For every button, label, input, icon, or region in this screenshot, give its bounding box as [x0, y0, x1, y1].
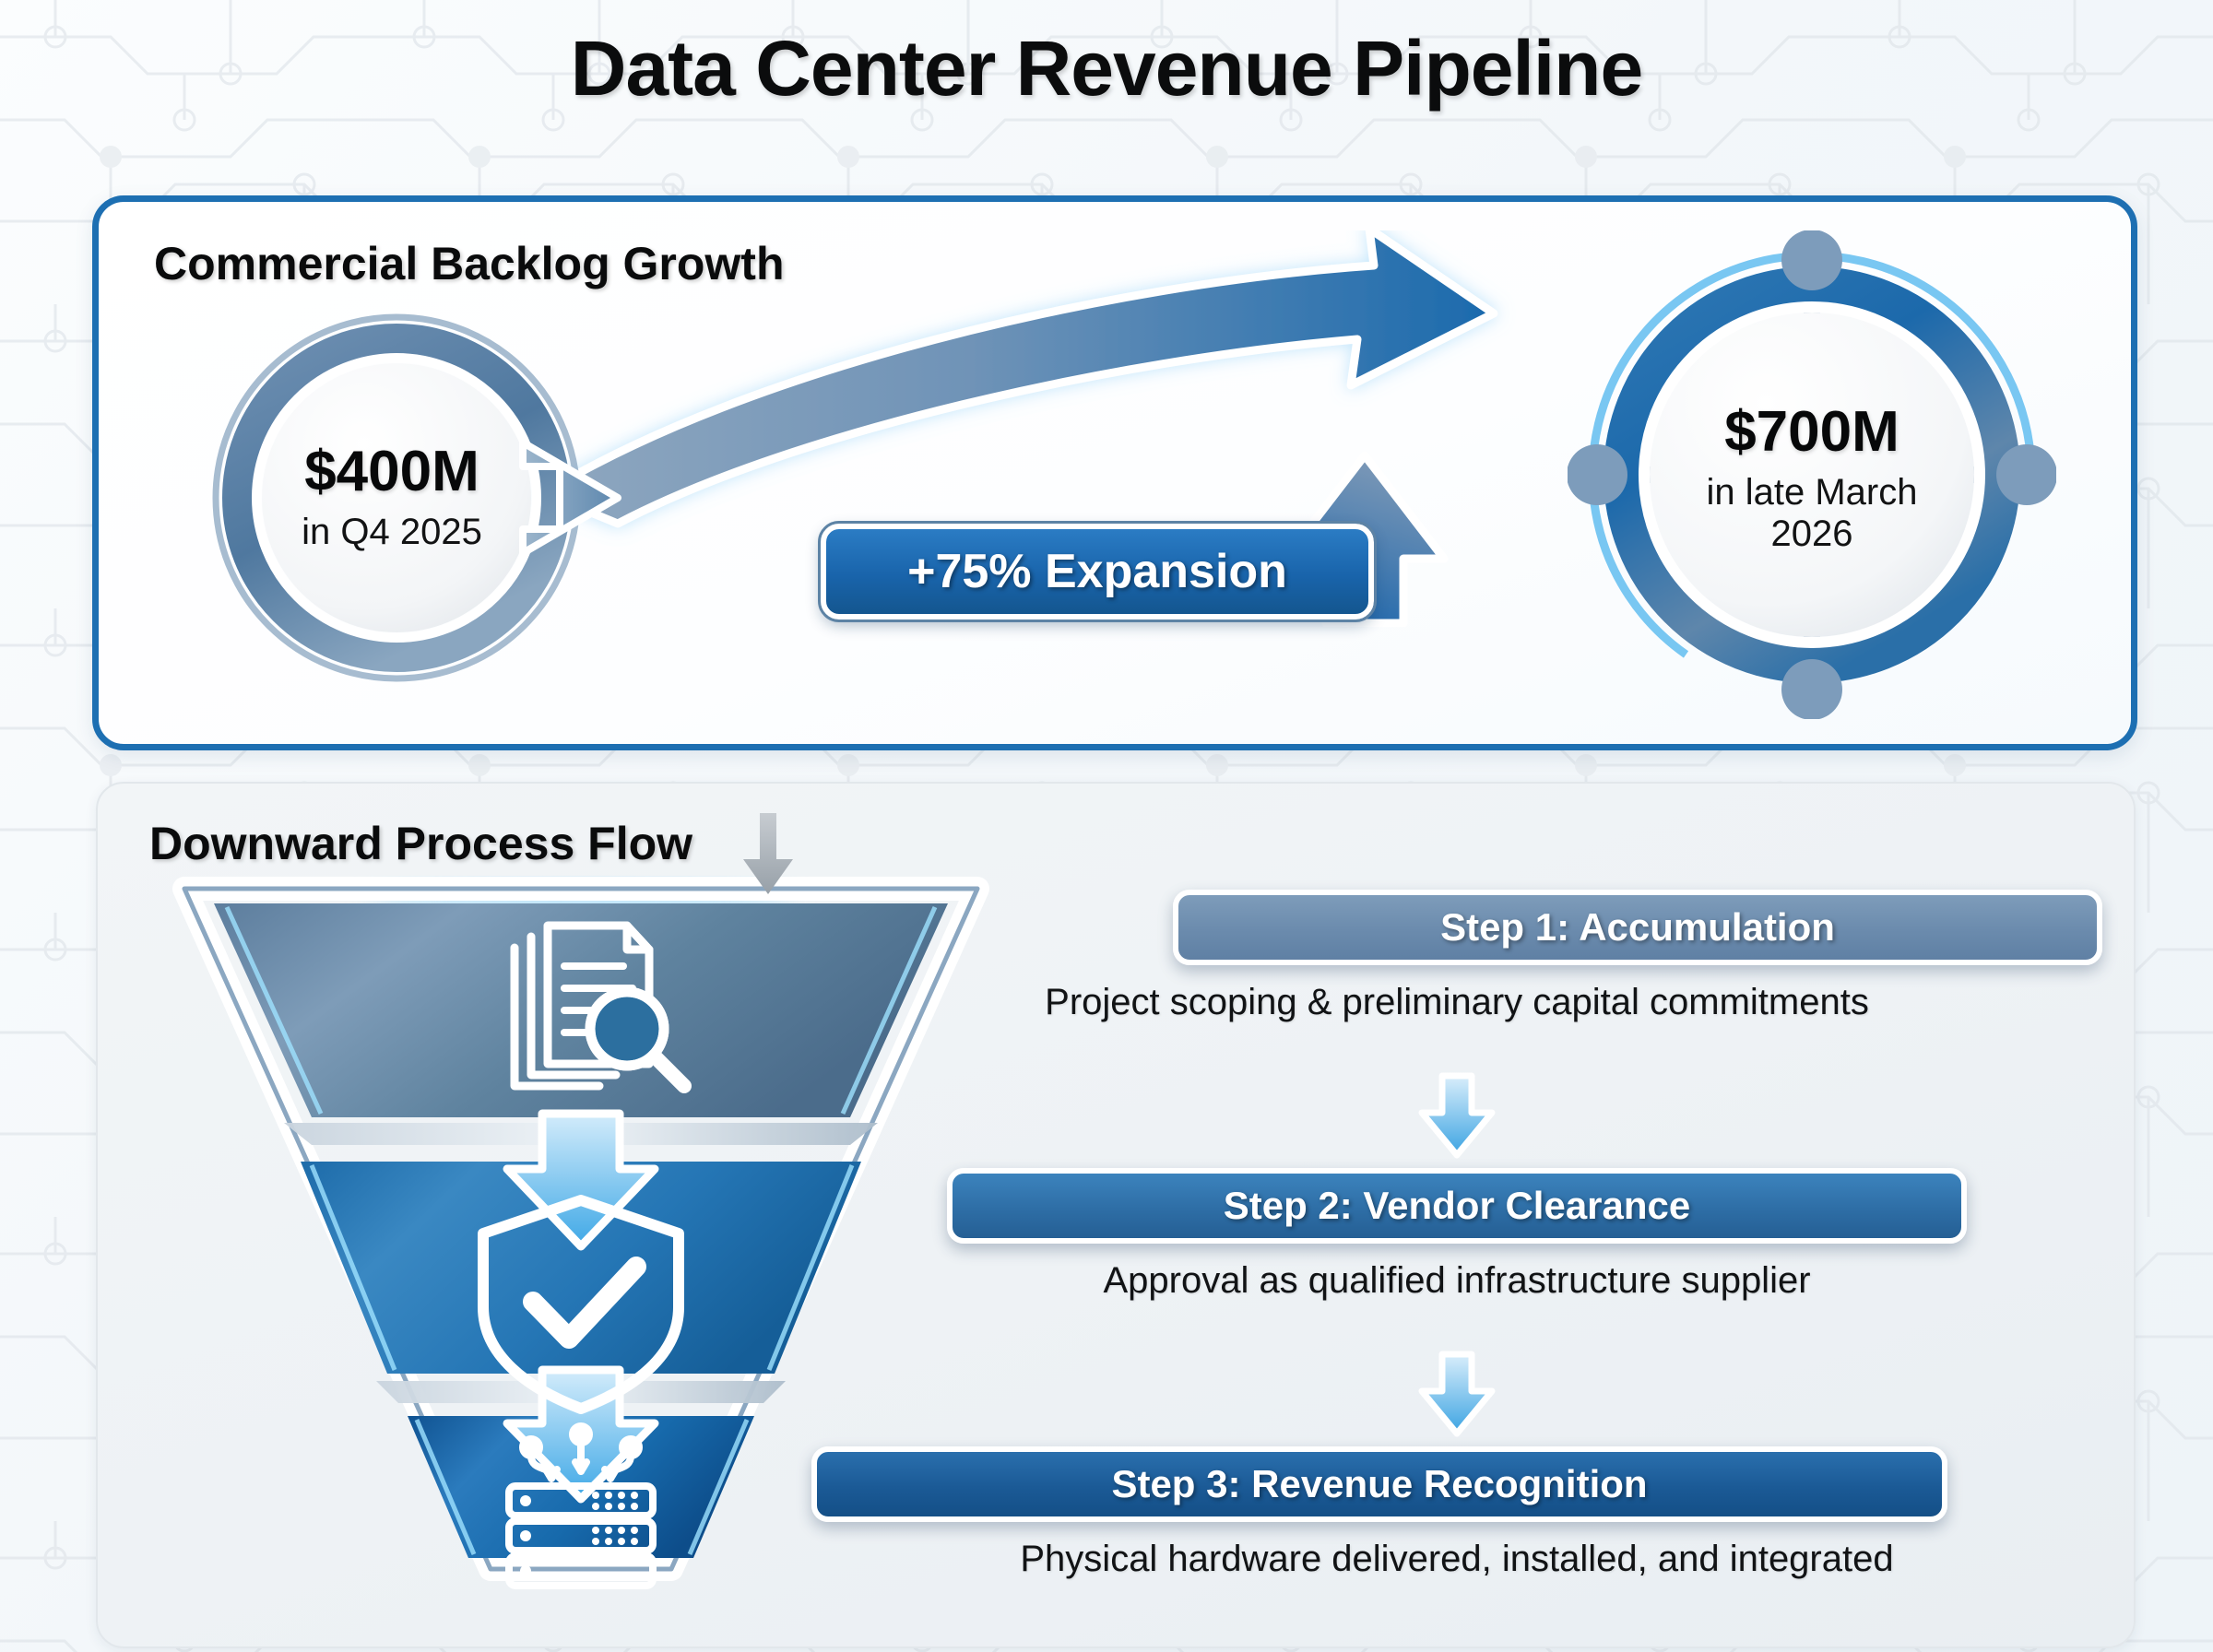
- process-step-3: Step 3: Revenue Recognition Physical har…: [811, 1446, 2102, 1580]
- down-arrow-icon: [743, 813, 793, 894]
- server-rack-icon: [505, 1422, 657, 1589]
- expansion-badge-label: +75% Expansion: [907, 545, 1287, 598]
- step-3-label: Step 3: Revenue Recognition: [1111, 1462, 1648, 1505]
- panel-heading-backlog: Commercial Backlog Growth: [154, 238, 785, 289]
- panel-heading-process-flow: Downward Process Flow: [149, 818, 693, 869]
- expansion-badge: +75% Expansion: [818, 521, 1377, 622]
- step-connector-arrow-2: [1418, 1351, 1496, 1437]
- step-1-pill[interactable]: Step 1: Accumulation: [1173, 890, 2102, 965]
- end-metric-sub-line2: 2026: [1770, 513, 1853, 554]
- documents-magnifier-icon: [510, 921, 692, 1093]
- step-2-label: Step 2: Vendor Clearance: [1223, 1184, 1691, 1227]
- end-metric-value: $700M: [1724, 400, 1899, 465]
- step-2-description: Approval as qualified infrastructure sup…: [1103, 1260, 1811, 1301]
- curved-growth-arrow-icon: [539, 230, 1498, 528]
- end-metric-sub-line1: in late March: [1706, 472, 1918, 513]
- process-funnel: [166, 876, 996, 1613]
- step-connector-arrow-1: [1418, 1072, 1496, 1159]
- shield-check-icon: [478, 1195, 684, 1414]
- start-metric-sub: in Q4 2025: [302, 511, 482, 552]
- step-1-description: Project scoping & preliminary capital co…: [1045, 982, 1869, 1022]
- step-3-pill[interactable]: Step 3: Revenue Recognition: [811, 1446, 1947, 1522]
- page-title: Data Center Revenue Pipeline: [570, 25, 1643, 112]
- step-1-label: Step 1: Accumulation: [1440, 905, 1835, 949]
- process-step-1: Step 1: Accumulation Project scoping & p…: [811, 890, 2102, 1023]
- start-metric-circle-graphic: [212, 313, 621, 682]
- step-2-pill[interactable]: Step 2: Vendor Clearance: [947, 1168, 1967, 1244]
- end-metric-circle-graphic: [1568, 230, 2056, 719]
- process-steps-list: Step 1: Accumulation Project scoping & p…: [811, 890, 2102, 1609]
- start-metric-value: $400M: [304, 439, 479, 503]
- start-metric-circle: $400M in Q4 2025: [258, 369, 526, 627]
- end-metric-circle: $700M in late March 2026: [1651, 341, 1973, 618]
- step-3-description: Physical hardware delivered, installed, …: [1020, 1539, 1894, 1579]
- process-step-2: Step 2: Vendor Clearance Approval as qua…: [811, 1168, 2102, 1302]
